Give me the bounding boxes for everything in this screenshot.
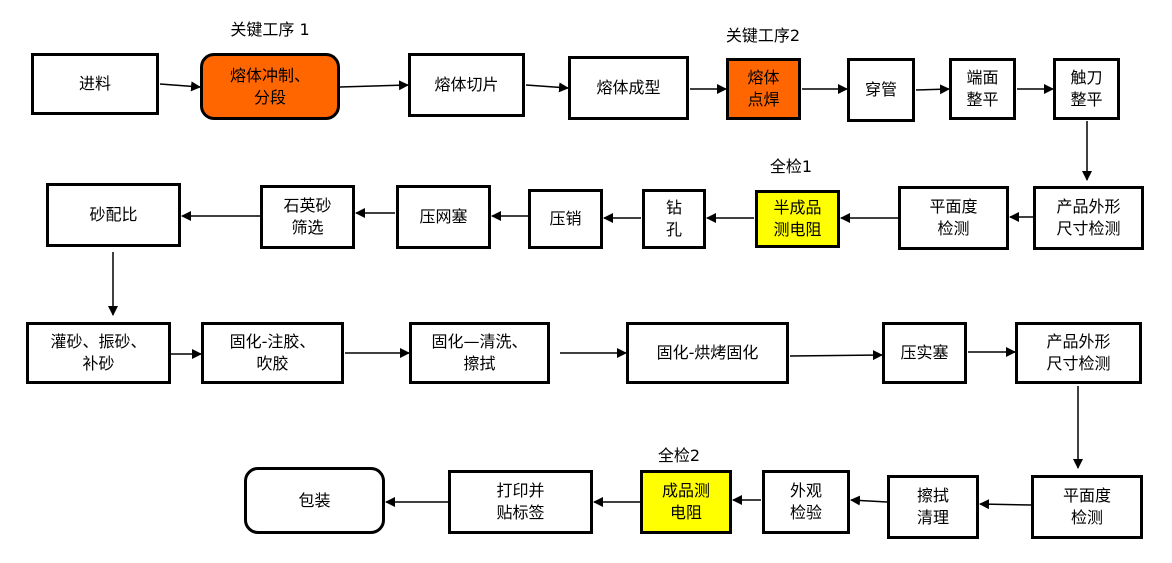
step-sand-filling-vibrating: 灌砂、振砂、 补砂 xyxy=(26,322,171,384)
flow-arrow-20 xyxy=(789,350,883,361)
flow-arrow-2 xyxy=(339,80,409,91)
step-dimension-inspection-1: 产品外形 尺寸检测 xyxy=(1033,186,1144,250)
step-semi-finished-resistance-test: 半成品 测电阻 xyxy=(755,190,840,248)
step-fuse-punching-segmenting: 熔体冲制、 分段 xyxy=(200,53,340,120)
step-flatness-inspection-2: 平面度 检测 xyxy=(1031,475,1143,539)
step-tube-threading: 穿管 xyxy=(847,58,915,122)
step-finished-resistance-test: 成品测 电阻 xyxy=(640,470,732,534)
step-wipe-cleaning: 擦拭 清理 xyxy=(887,475,979,539)
flow-arrow-3 xyxy=(525,82,569,93)
step-fuse-spot-welding: 熔体 点焊 xyxy=(726,58,801,120)
step-flatness-inspection-1: 平面度 检测 xyxy=(898,186,1009,250)
step-incoming-material: 进料 xyxy=(31,53,159,115)
step-sand-mixing-ratio: 砂配比 xyxy=(46,183,181,247)
step-end-face-leveling: 端面 整平 xyxy=(949,58,1016,120)
step-fuse-slicing: 熔体切片 xyxy=(408,53,525,117)
step-mesh-plug-pressing: 压网塞 xyxy=(396,185,491,249)
step-curing-baking: 固化-烘烤固化 xyxy=(626,322,789,384)
step-packaging: 包装 xyxy=(244,467,385,534)
flow-arrow-24 xyxy=(850,495,888,506)
step-curing-cleaning-wiping: 固化—清洗、 擦拭 xyxy=(409,322,550,384)
step-dimension-inspection-2: 产品外形 尺寸检测 xyxy=(1015,322,1142,384)
flow-arrow-1 xyxy=(159,81,201,92)
key-process-label-1: 关键工序 1 xyxy=(230,20,310,39)
step-quartz-sand-screening: 石英砂 筛选 xyxy=(260,185,355,249)
full-inspection-label-2: 全检2 xyxy=(657,446,701,465)
step-visual-inspection: 外观 检验 xyxy=(762,470,850,534)
step-solid-plug-pressing: 压实塞 xyxy=(882,322,967,384)
step-curing-glue-injection: 固化-注胶、 吹胶 xyxy=(201,322,344,384)
flow-arrow-23 xyxy=(979,499,1032,510)
step-fuse-forming: 熔体成型 xyxy=(568,56,689,120)
full-inspection-label-1: 全检1 xyxy=(769,157,813,176)
step-pin-pressing: 压销 xyxy=(528,189,603,249)
step-print-labeling: 打印并 贴标签 xyxy=(448,470,593,534)
flow-arrow-6 xyxy=(915,84,950,95)
step-blade-leveling: 触刀 整平 xyxy=(1053,58,1120,120)
key-process-label-2: 关键工序2 xyxy=(725,26,801,45)
step-drilling: 钻 孔 xyxy=(642,189,706,249)
